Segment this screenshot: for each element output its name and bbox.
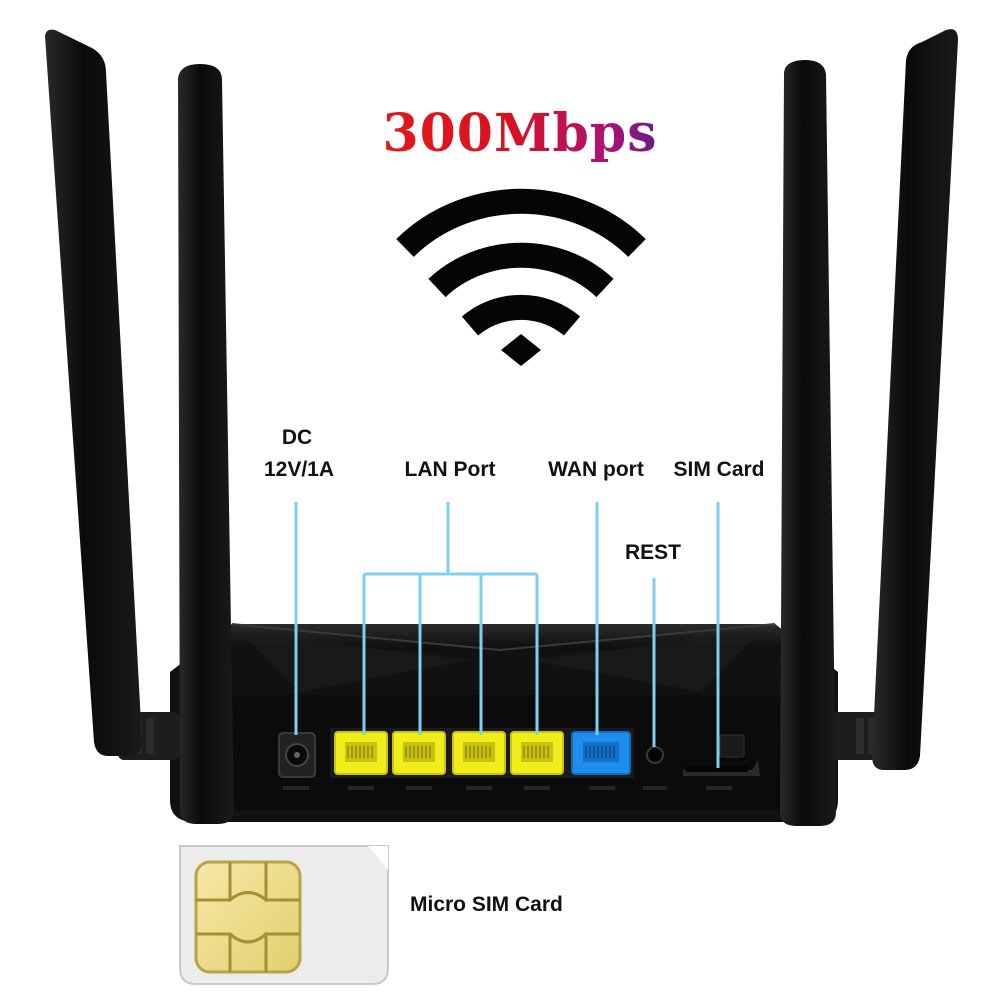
speed-headline: 300Mbps <box>382 103 658 164</box>
dc-label-line1: DC <box>281 426 313 449</box>
lan-port-2 <box>392 731 446 775</box>
lan-port-label: LAN Port <box>404 458 496 481</box>
antenna-outer-left <box>45 29 142 757</box>
sim-slot <box>683 734 760 776</box>
port-labels-engraved <box>283 786 732 790</box>
wan-port-label: WAN port <box>548 458 644 481</box>
lan-port-3 <box>452 731 506 775</box>
wifi-icon <box>396 188 646 366</box>
reset-button-hole <box>646 746 664 764</box>
antenna-outer-right <box>872 29 958 771</box>
callout-lines <box>294 502 720 768</box>
sim-card-icon <box>179 845 389 985</box>
reset-label: REST <box>624 541 681 564</box>
sim-card-label: SIM Card <box>673 458 765 481</box>
router-body <box>170 623 838 822</box>
lan-port-4 <box>510 731 564 775</box>
dc-label-line2: 12V/1A <box>263 458 335 481</box>
antenna-inner-left <box>178 64 234 824</box>
antenna-inner-right <box>780 60 836 826</box>
dc-power-jack <box>278 732 316 778</box>
lan-ports <box>330 728 568 778</box>
lan-port-1 <box>334 731 388 775</box>
wan-port <box>568 728 634 778</box>
micro-sim-label: Micro SIM Card <box>410 893 563 916</box>
